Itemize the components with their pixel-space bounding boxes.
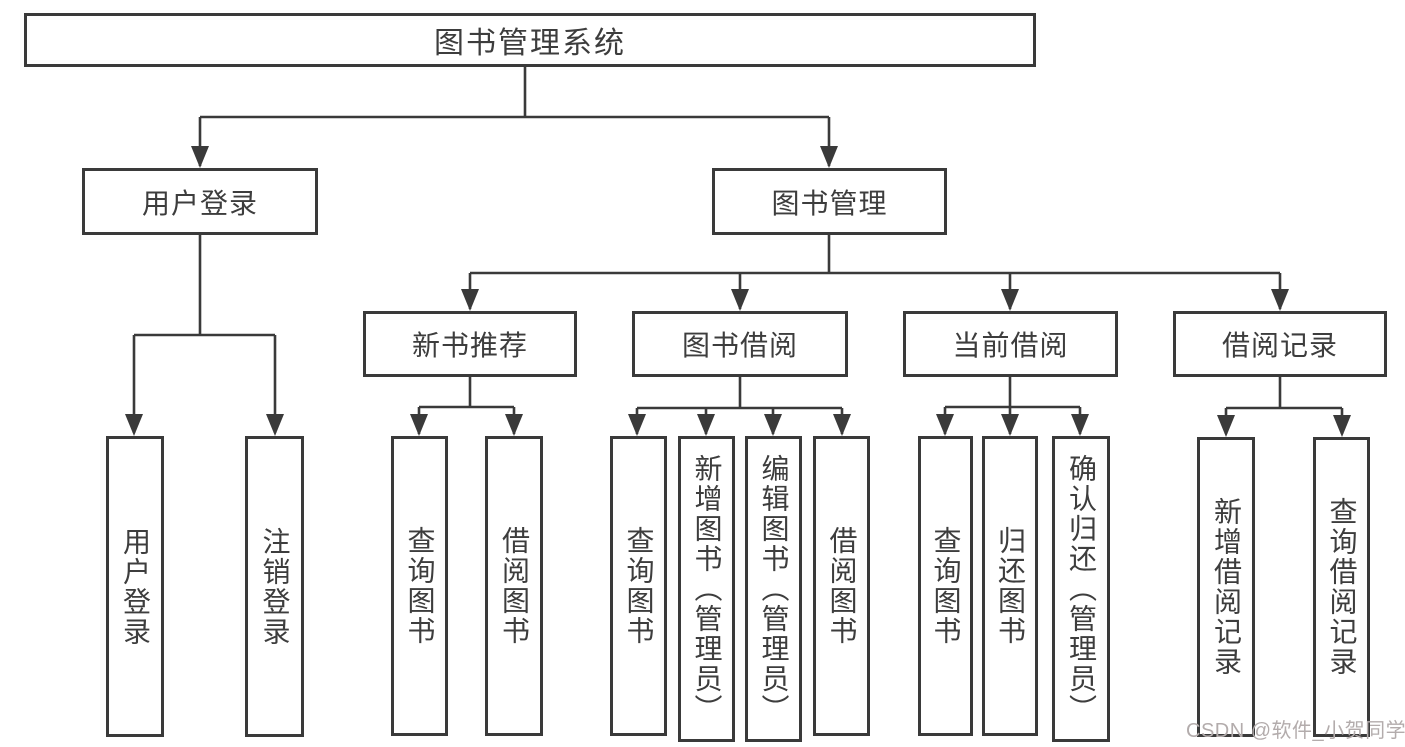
node-return-book: 归还图书 bbox=[982, 436, 1038, 736]
connector-root-to-level2 bbox=[191, 67, 838, 168]
node-current-borrow: 当前借阅 bbox=[903, 311, 1118, 377]
node-user-login-leaf-label: 用户登录 bbox=[120, 526, 151, 647]
connector-user-login-to-children bbox=[125, 235, 284, 436]
node-query-book-2-label: 查询图书 bbox=[623, 526, 655, 646]
watermark: CSDN @软件_小贺同学 bbox=[1186, 720, 1405, 742]
node-user-login-leaf: 用户登录 bbox=[106, 436, 164, 737]
node-user-login: 用户登录 bbox=[82, 168, 318, 235]
node-add-book-admin: 新增图书（管理员） bbox=[678, 436, 735, 742]
node-new-book-rec: 新书推荐 bbox=[363, 311, 577, 377]
node-query-book-3: 查询图书 bbox=[918, 436, 973, 736]
node-current-borrow-label: 当前借阅 bbox=[952, 330, 1069, 361]
node-add-book-admin-label: 新增图书（管理员） bbox=[691, 454, 723, 724]
node-book-borrow-label: 图书借阅 bbox=[681, 330, 798, 361]
connector-book-mgmt-to-level3 bbox=[461, 235, 1289, 311]
node-root: 图书管理系统 bbox=[24, 13, 1036, 67]
node-book-mgmt: 图书管理 bbox=[712, 168, 947, 235]
node-add-borrow-record: 新增借阅记录 bbox=[1197, 437, 1255, 737]
node-logout-leaf-label: 注销登录 bbox=[259, 526, 291, 647]
node-book-mgmt-label: 图书管理 bbox=[771, 187, 888, 219]
node-add-borrow-record-label: 新增借阅记录 bbox=[1211, 497, 1242, 677]
node-borrow-book-1: 借阅图书 bbox=[485, 436, 543, 736]
connector-current-borrow-to-children bbox=[936, 377, 1089, 436]
node-edit-book-admin-label: 编辑图书（管理员） bbox=[758, 454, 790, 724]
node-query-book-2: 查询图书 bbox=[610, 436, 667, 736]
node-query-borrow-record-label: 查询借阅记录 bbox=[1326, 497, 1358, 677]
node-borrow-book-2: 借阅图书 bbox=[813, 436, 870, 736]
node-borrow-book-1-label: 借阅图书 bbox=[499, 526, 530, 646]
node-borrow-records: 借阅记录 bbox=[1173, 311, 1387, 377]
node-new-book-rec-label: 新书推荐 bbox=[411, 330, 528, 361]
connector-book-borrow-to-children bbox=[628, 377, 851, 436]
node-edit-book-admin: 编辑图书（管理员） bbox=[745, 436, 802, 742]
node-user-login-label: 用户登录 bbox=[141, 187, 258, 219]
node-return-book-label: 归还图书 bbox=[995, 526, 1026, 646]
node-query-book-3-label: 查询图书 bbox=[930, 526, 962, 646]
connector-new-book-rec-to-children bbox=[410, 377, 523, 436]
node-book-borrow: 图书借阅 bbox=[632, 311, 848, 377]
connector-borrow-records-to-children bbox=[1217, 377, 1351, 437]
node-query-book-1: 查询图书 bbox=[391, 436, 448, 736]
node-confirm-return-admin-label: 确认归还（管理员） bbox=[1066, 454, 1097, 724]
node-confirm-return-admin: 确认归还（管理员） bbox=[1052, 436, 1110, 742]
node-logout-leaf: 注销登录 bbox=[245, 436, 304, 737]
node-query-borrow-record: 查询借阅记录 bbox=[1313, 437, 1370, 737]
node-root-label: 图书管理系统 bbox=[434, 27, 626, 60]
node-query-book-1-label: 查询图书 bbox=[404, 526, 436, 646]
node-borrow-book-2-label: 借阅图书 bbox=[826, 526, 858, 646]
node-borrow-records-label: 借阅记录 bbox=[1221, 330, 1338, 361]
